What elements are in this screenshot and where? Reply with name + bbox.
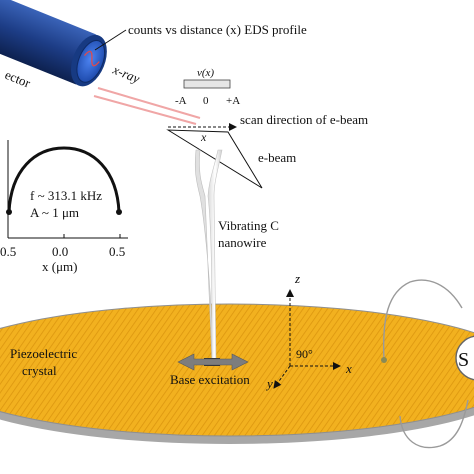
vibrating-label-line1: Vibrating C [218,218,279,233]
inset-x-label: x (μm) [42,259,78,274]
axis-x-label: x [345,361,352,376]
vx-label: v(x) [197,67,214,79]
source-wires [381,279,474,449]
inset-tick-right: 0.5 [109,244,125,259]
xray-beam [93,87,201,125]
piezo-label-line1: Piezoelectric [10,346,77,361]
inset-tick-left: 0.5 [0,244,16,259]
eds-profile-label: counts vs distance (x) EDS profile [128,22,307,37]
inset-frequency: f ~ 313.1 kHz [30,188,102,203]
xray-label: x-ray [110,61,142,86]
vx-scale [183,79,231,89]
axis-y-label: y [265,376,273,391]
source-circle [455,335,474,381]
scan-x-label: x [200,130,207,144]
angle-label: 90° [296,347,313,361]
base-excitation-label: Base excitation [170,372,250,387]
vibrating-label-line2: nanowire [218,235,267,250]
zero-label: 0 [203,95,209,107]
piezoelectric-plate [0,303,474,444]
base-excitation-arrow [177,353,249,371]
detector-label: ector [3,67,33,91]
source-label: S [458,349,469,371]
inset-end-left [6,209,12,215]
inset-plot [6,140,128,239]
inset-arc [7,146,121,213]
minus-a-label: -A [175,95,187,107]
axis-z-label: z [294,271,300,286]
scan-direction-label: scan direction of e-beam [240,112,368,127]
plus-a-label: +A [226,95,240,107]
piezo-label-line2: crystal [22,363,57,378]
ebeam-label: e-beam [258,150,296,165]
inset-amplitude: A ~ 1 μm [30,205,79,220]
coordinate-axes [273,289,341,389]
eds-profile-pointer [94,29,127,51]
inset-tick-mid: 0.0 [52,244,68,259]
inset-end-right [116,209,122,215]
ebeam-cone [166,129,263,189]
